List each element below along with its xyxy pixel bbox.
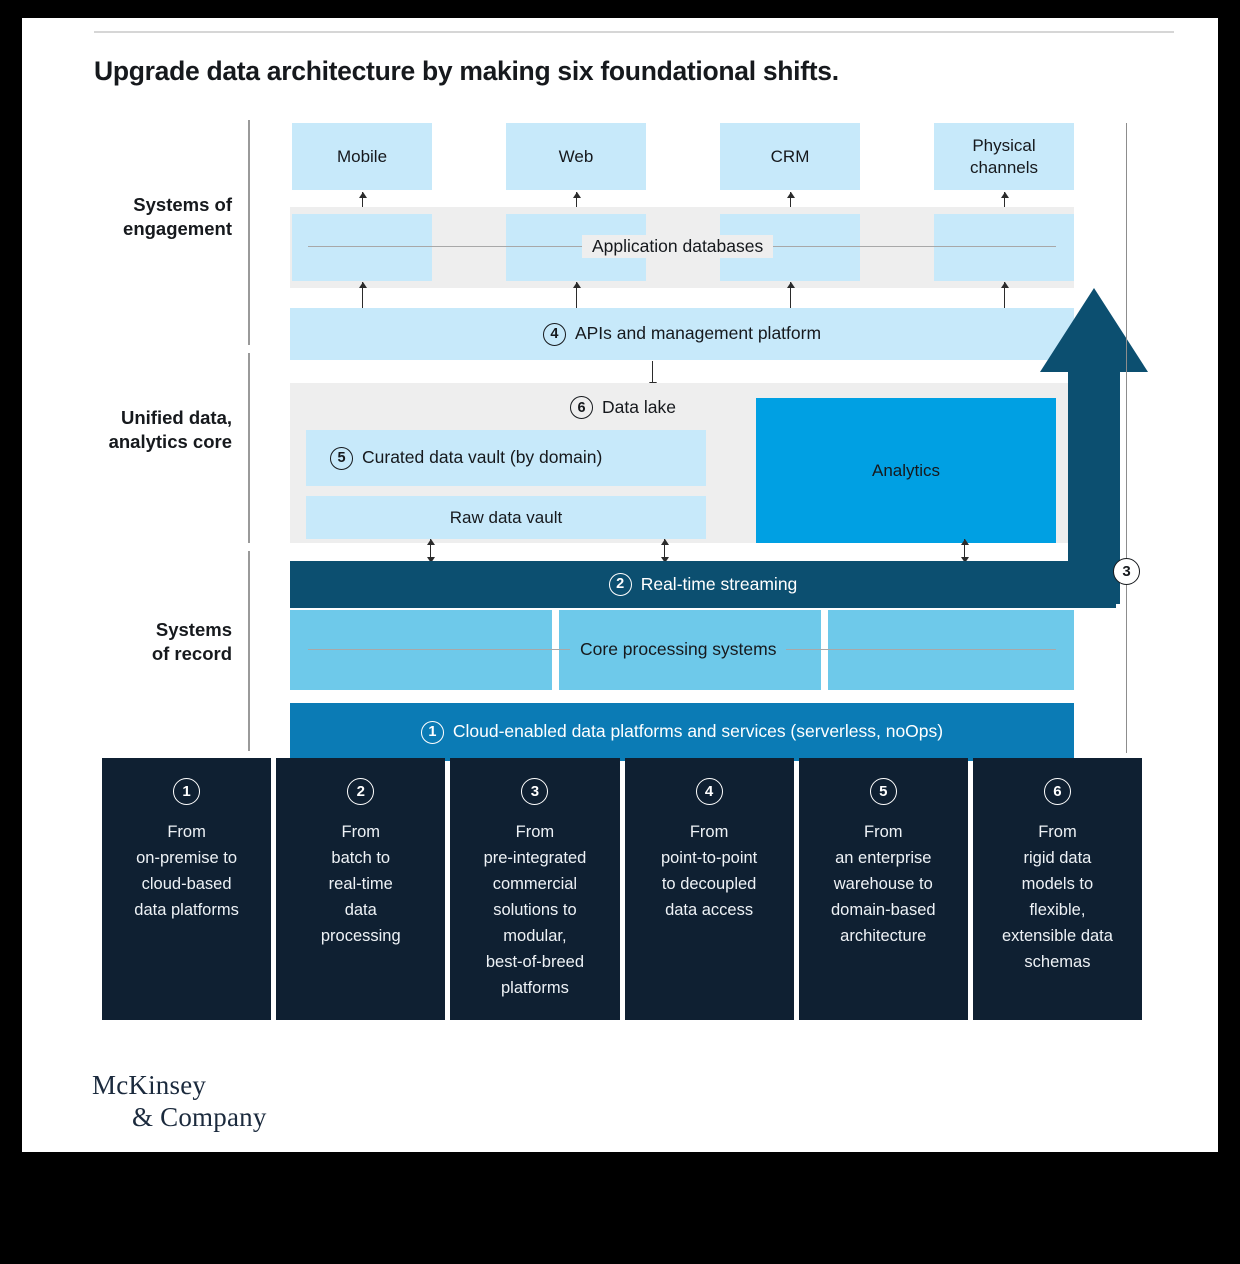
shift-card-2[interactable]: 2 From batch to real-time data processin… bbox=[276, 758, 446, 1020]
marker-6-icon: 6 bbox=[570, 396, 593, 419]
cloud-platform-label: 1 Cloud-enabled data platforms and servi… bbox=[420, 720, 944, 744]
shift-text-4: From point-to-point to decoupled data ac… bbox=[660, 823, 758, 920]
core-processing-label: Core processing systems bbox=[570, 638, 787, 661]
marker-3-text: 3 bbox=[1122, 563, 1131, 580]
cloud-platform-bar[interactable]: 1 Cloud-enabled data platforms and servi… bbox=[290, 703, 1074, 761]
data-lake-label: 6 Data lake bbox=[570, 395, 676, 420]
shift-text-2: From batch to real-time data processing bbox=[320, 823, 401, 946]
marker-3-icon: 3 bbox=[1113, 558, 1140, 585]
application-databases-text: Application databases bbox=[592, 236, 764, 256]
analytics-box[interactable]: Analytics bbox=[756, 398, 1056, 543]
shift-text-3: From pre-integrated commercial solutions… bbox=[483, 823, 587, 998]
channel-box-crm[interactable]: CRM bbox=[720, 123, 860, 190]
logo-line-2: & Company bbox=[132, 1101, 267, 1132]
marker-2-icon: 2 bbox=[608, 573, 632, 596]
channel-box-web[interactable]: Web bbox=[506, 123, 646, 190]
shift-number-5: 5 bbox=[869, 778, 897, 805]
shift-number-1: 1 bbox=[173, 778, 201, 805]
top-divider bbox=[94, 31, 1174, 33]
curated-data-vault-box[interactable]: 5 Curated data vault (by domain) bbox=[306, 430, 706, 486]
shift-number-4: 4 bbox=[695, 778, 723, 805]
connector-rawvault-streaming-right bbox=[659, 539, 671, 563]
shift-number-2: 2 bbox=[347, 778, 375, 805]
architecture-diagram: Systems of engagement Unified data, anal… bbox=[22, 18, 1218, 1152]
shift-card-6[interactable]: 6 From rigid data models to flexible, ex… bbox=[972, 758, 1143, 1020]
appdb-box-4[interactable] bbox=[934, 214, 1074, 281]
apis-text: APIs and management platform bbox=[574, 323, 822, 344]
mckinsey-logo: McKinsey & Company bbox=[92, 1070, 267, 1134]
shift-cards: 1 From on-premise to cloud-based data pl… bbox=[102, 758, 1143, 1020]
marker-5-icon: 5 bbox=[330, 446, 353, 470]
appdb-box-1[interactable] bbox=[292, 214, 432, 281]
shift-number-3: 3 bbox=[521, 778, 549, 805]
shift-text-5: From an enterprise warehouse to domain-b… bbox=[830, 823, 936, 946]
apis-bar[interactable]: 4 APIs and management platform bbox=[290, 308, 1074, 360]
shift-number-6: 6 bbox=[1043, 778, 1071, 805]
channel-box-physical-channels[interactable]: Physical channels bbox=[934, 123, 1074, 190]
streaming-text: Real-time streaming bbox=[640, 573, 798, 594]
marker-1-icon: 1 bbox=[420, 720, 444, 744]
band-label-unified: Unified data, analytics core bbox=[108, 407, 232, 453]
band-rule-unified bbox=[248, 353, 250, 543]
shift-text-1: From on-premise to cloud-based data plat… bbox=[134, 823, 239, 920]
real-time-streaming-bar[interactable]: 2 Real-time streaming bbox=[290, 561, 1116, 608]
transformation-arrow-icon bbox=[1040, 288, 1148, 604]
logo-line-1: McKinsey bbox=[92, 1070, 207, 1100]
shift-text-6: From rigid data models to flexible, exte… bbox=[1001, 823, 1113, 972]
raw-data-vault-box[interactable]: Raw data vault bbox=[306, 496, 706, 539]
band-rule-engagement bbox=[248, 120, 250, 345]
shift-card-1[interactable]: 1 From on-premise to cloud-based data pl… bbox=[102, 758, 272, 1020]
streaming-label: 2 Real-time streaming bbox=[608, 573, 798, 596]
band-label-record: Systems of record bbox=[151, 619, 232, 665]
content-card: Upgrade data architecture by making six … bbox=[22, 18, 1218, 1152]
band-label-engagement: Systems of engagement bbox=[123, 194, 232, 240]
marker-4-icon: 4 bbox=[542, 322, 566, 346]
data-lake-text: Data lake bbox=[602, 397, 676, 417]
curated-data-vault-label: 5 Curated data vault (by domain) bbox=[330, 446, 603, 470]
connector-analytics-streaming bbox=[959, 539, 971, 563]
connector-rawvault-streaming-left bbox=[425, 539, 437, 563]
core-processing-text: Core processing systems bbox=[580, 639, 777, 659]
band-rule-record bbox=[248, 551, 250, 751]
shift-card-4[interactable]: 4 From point-to-point to decoupled data … bbox=[624, 758, 794, 1020]
application-databases-label: Application databases bbox=[582, 235, 774, 258]
cloud-platform-text: Cloud-enabled data platforms and service… bbox=[452, 721, 944, 742]
shift-card-5[interactable]: 5 From an enterprise warehouse to domain… bbox=[798, 758, 968, 1020]
channel-box-mobile[interactable]: Mobile bbox=[292, 123, 432, 190]
curated-data-vault-text: Curated data vault (by domain) bbox=[362, 447, 603, 468]
page-title: Upgrade data architecture by making six … bbox=[94, 56, 839, 86]
right-axis-line bbox=[1126, 123, 1128, 753]
shift-card-3[interactable]: 3 From pre-integrated commercial solutio… bbox=[450, 758, 620, 1020]
apis-label: 4 APIs and management platform bbox=[542, 322, 822, 346]
